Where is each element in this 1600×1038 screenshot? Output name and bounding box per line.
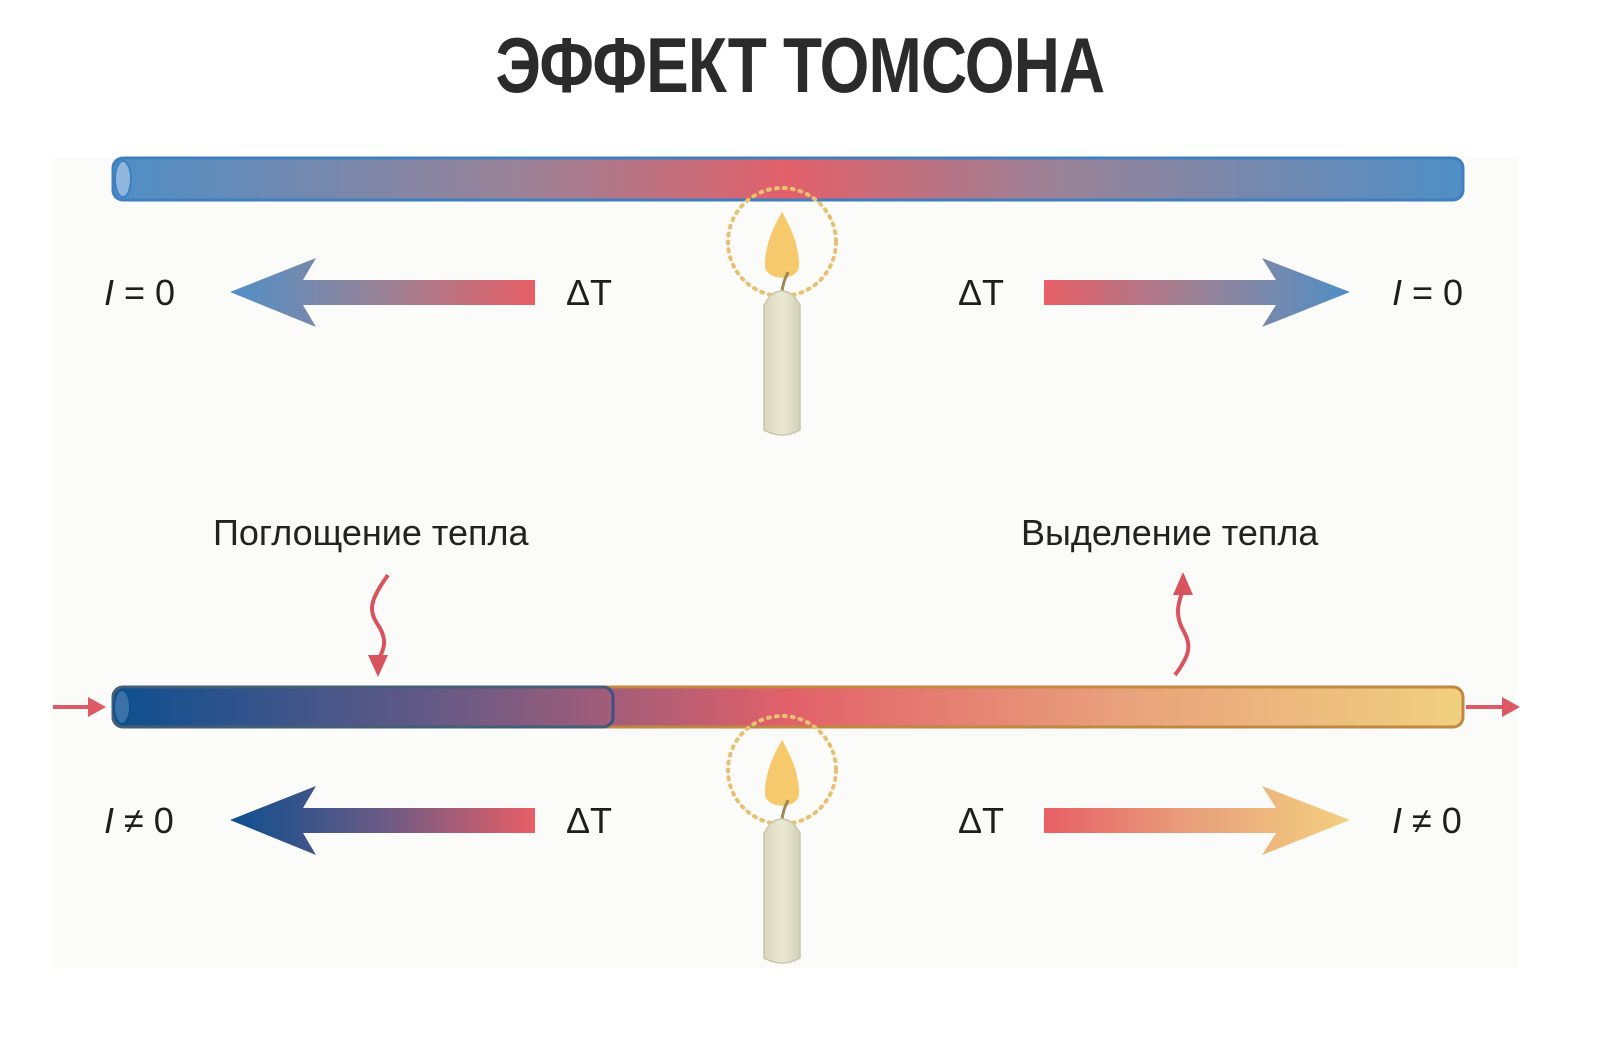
diagram-title: ЭФФЕКТ ТОМСОНА	[495, 21, 1106, 109]
top-right-current-label: I = 0	[1392, 272, 1463, 314]
current-out-arrow-icon	[1466, 697, 1520, 717]
top-right-delta-t-label: ΔT	[958, 272, 1004, 314]
bottom-right-current-label: I ≠ 0	[1392, 800, 1462, 842]
bottom-left-current-label: I ≠ 0	[104, 800, 174, 842]
current-symbol: I	[104, 272, 115, 313]
delta-t-text: ΔT	[566, 272, 613, 313]
delta-t-text: ΔT	[958, 272, 1005, 313]
bottom-left-gradient-arrow	[230, 786, 535, 855]
candle-icon-bottom	[726, 714, 838, 964]
bottom-left-delta-t-label: ΔT	[566, 800, 612, 842]
bottom-right-gradient-arrow	[1044, 786, 1350, 855]
candle-icon	[726, 186, 838, 436]
current-value: ≠ 0	[1402, 800, 1462, 841]
current-value: = 0	[1402, 272, 1464, 313]
current-value: ≠ 0	[114, 800, 174, 841]
current-in-arrow-icon	[53, 697, 106, 717]
top-rod	[111, 156, 1465, 202]
top-left-gradient-arrow	[230, 258, 535, 327]
bottom-right-delta-t-label: ΔT	[958, 800, 1004, 842]
bottom-rod	[111, 685, 1465, 729]
top-right-gradient-arrow	[1044, 258, 1350, 327]
heat-release-wavy-arrow-icon	[1173, 572, 1193, 677]
current-symbol: I	[104, 800, 115, 841]
heat-absorption-wavy-arrow-icon	[368, 573, 390, 677]
top-left-delta-t-label: ΔT	[566, 272, 612, 314]
current-symbol: I	[1392, 800, 1403, 841]
delta-t-text: ΔT	[958, 800, 1005, 841]
heat-release-caption: Выделение тепла	[1021, 512, 1319, 553]
current-value: = 0	[114, 272, 176, 313]
heat-absorption-caption: Поглощение тепла	[213, 512, 529, 553]
delta-t-text: ΔT	[566, 800, 613, 841]
current-symbol: I	[1392, 272, 1403, 313]
top-left-current-label: I = 0	[104, 272, 175, 314]
